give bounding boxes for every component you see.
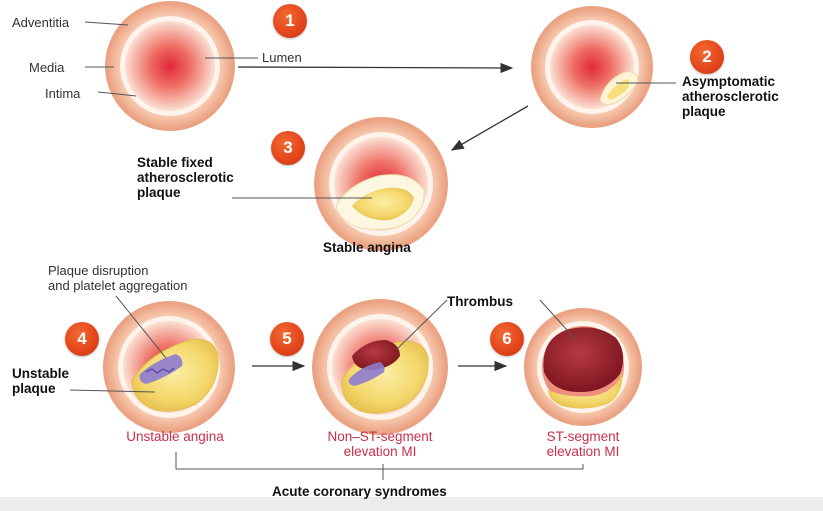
flow-arrows <box>237 62 529 372</box>
label-unstable-plaque: Unstable plaque <box>12 366 70 396</box>
artery-stable-plaque <box>314 117 448 251</box>
label-stable-fixed-plaque: Stable fixed atherosclerotic plaque <box>137 155 234 200</box>
label-unstable-angina: Unstable angina <box>126 429 224 444</box>
label-stable-angina: Stable angina <box>323 240 411 255</box>
artery-normal <box>105 1 235 131</box>
step-badge-2: 2 <box>690 40 724 74</box>
step-badge-6: 6 <box>490 322 524 356</box>
label-intima: Intima <box>45 86 81 101</box>
label-plaque-disruption: Plaque disruption and platelet aggregati… <box>48 263 188 293</box>
label-lumen: Lumen <box>262 50 302 65</box>
artery-unstable-plaque <box>103 301 235 433</box>
label-adventitia: Adventitia <box>12 15 70 30</box>
step-badge-5: 5 <box>270 322 304 356</box>
acs-bracket <box>175 452 584 480</box>
label-media: Media <box>29 60 65 75</box>
label-asymptomatic-plaque: Asymptomatic atherosclerotic plaque <box>682 74 779 119</box>
step-badge-3: 3 <box>271 131 305 165</box>
label-acute-coronary-syndromes: Acute coronary syndromes <box>272 484 447 499</box>
artery-asymptomatic-plaque <box>531 6 653 128</box>
bottom-band <box>0 497 823 511</box>
step-badge-4: 4 <box>65 322 99 356</box>
label-stemi: ST-segment elevation MI <box>546 429 620 459</box>
leader-lines <box>69 21 676 393</box>
artery-stemi <box>524 308 642 426</box>
label-nstemi: Non–ST-segment elevation MI <box>327 429 433 459</box>
step-badge-1: 1 <box>273 4 307 38</box>
label-thrombus: Thrombus <box>447 294 513 309</box>
